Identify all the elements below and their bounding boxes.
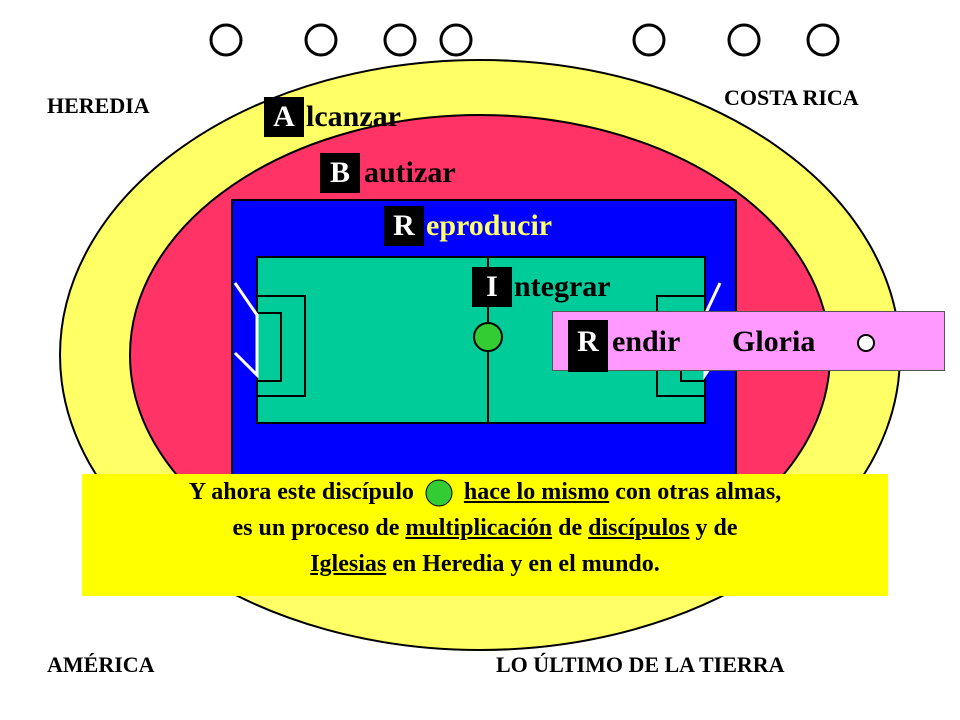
letter-r2-box: R: [568, 320, 608, 372]
empty-circle: [383, 23, 417, 57]
caption-box: Y ahora este discípulo hace lo mismo con…: [82, 474, 888, 596]
caption-text: multiplicación: [405, 515, 553, 541]
caption-text: de: [558, 515, 583, 541]
top-circles: [209, 23, 840, 57]
caption-line-2: es un proceso de multiplicación de discí…: [82, 510, 888, 546]
letter-a-box: A: [264, 97, 304, 137]
word-bautizar: autizar: [364, 156, 456, 189]
empty-circle: [632, 23, 666, 57]
empty-circle: [439, 23, 473, 57]
word-rendir: endir: [612, 325, 681, 358]
left-goal-net: [233, 282, 259, 379]
word-alcanzar: lcanzar: [306, 100, 401, 133]
empty-circle: [806, 23, 840, 57]
disciple-dot: [473, 322, 503, 352]
word-gloria: Gloria: [732, 325, 816, 358]
letter-r-box: R: [384, 206, 424, 246]
caption-text: en Heredia y en el mundo.: [392, 551, 660, 577]
caption-text: con otras almas,: [615, 479, 782, 505]
label-costa-rica: COSTA RICA: [724, 85, 859, 110]
label-heredia: HEREDIA: [47, 93, 150, 118]
label-ultimo-tierra: LO ÚLTIMO DE LA TIERRA: [496, 652, 785, 677]
caption-text: discípulos: [588, 515, 690, 541]
empty-circle: [727, 23, 761, 57]
empty-circle: [304, 23, 338, 57]
caption-line-1: Y ahora este discípulo hace lo mismo con…: [82, 474, 888, 510]
word-reproducir: eproducir: [426, 209, 553, 242]
label-america: AMÉRICA: [47, 652, 155, 677]
rendir-gloria-box: [552, 311, 945, 371]
caption-text: y de: [695, 515, 738, 541]
caption-dot-icon: [420, 479, 458, 507]
caption-text: Y ahora este discípulo: [188, 479, 414, 505]
word-integrar: ntegrar: [514, 270, 611, 303]
caption-text: es un proceso de: [232, 515, 400, 541]
caption-text: hace lo mismo: [463, 479, 610, 505]
letter-i-box: I: [472, 267, 512, 307]
caption-line-3: Iglesias en Heredia y en el mundo.: [82, 546, 888, 582]
small-circle-icon: [857, 334, 875, 352]
caption-text: Iglesias: [310, 551, 387, 577]
empty-circle: [209, 23, 243, 57]
letter-b-box: B: [320, 153, 360, 193]
